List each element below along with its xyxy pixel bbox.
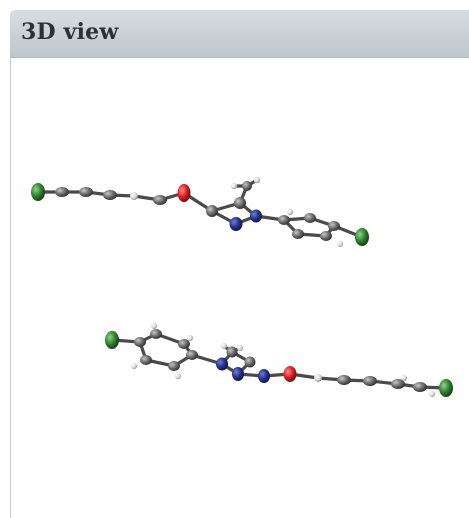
carbon-atom (234, 197, 246, 209)
chlorine-atom (105, 331, 119, 349)
carbon-atom (363, 376, 377, 386)
carbon-atom (153, 195, 167, 205)
hydrogen-atom (337, 241, 343, 247)
carbon-atom (140, 355, 152, 365)
carbon-atom (150, 329, 162, 339)
carbon-atom (226, 346, 238, 358)
carbon-atom (278, 215, 290, 225)
carbon-atom (242, 181, 252, 191)
carbon-atom (206, 205, 218, 217)
carbon-atom (320, 231, 332, 241)
nitrogen-atom (216, 357, 228, 371)
carbon-atom (328, 221, 340, 231)
chlorine-atom (439, 379, 453, 397)
carbon-atom (413, 382, 427, 392)
nitrogen-atom (232, 367, 244, 381)
hydrogen-atom (237, 345, 243, 351)
hydrogen-atom (130, 192, 138, 200)
hydrogen-atom (401, 375, 407, 381)
nitrogen-atom (229, 217, 243, 231)
carbon-atom (168, 361, 180, 371)
chlorine-atom (355, 228, 369, 246)
carbon-atom (337, 375, 351, 385)
carbon-atom (304, 213, 316, 223)
panel-title: 3D view (21, 19, 119, 45)
carbon-atom (55, 187, 69, 197)
oxygen-atom (177, 184, 191, 202)
molecule-1-atoms (31, 176, 369, 247)
viewer-area[interactable] (10, 58, 469, 518)
carbon-atom (134, 337, 146, 347)
carbon-atom (79, 187, 93, 197)
hydrogen-atom (287, 209, 293, 215)
hydrogen-atom (221, 343, 227, 349)
carbon-atom (292, 229, 304, 239)
oxygen-atom (283, 366, 297, 382)
hydrogen-atom (253, 176, 261, 184)
hydrogen-atom (131, 363, 137, 369)
hydrogen-atom (175, 373, 181, 379)
hydrogen-atom (314, 374, 322, 382)
hydrogen-atom (187, 335, 193, 341)
carbon-atom (186, 350, 198, 360)
molecule-2-atoms (105, 323, 453, 397)
nitrogen-atom (250, 209, 262, 223)
hydrogen-atom (230, 182, 238, 190)
panel-header: 3D view (10, 10, 469, 58)
nitrogen-atom (258, 369, 270, 383)
carbon-atom (103, 190, 117, 200)
molecule-1 (31, 176, 369, 247)
carbon-atom (391, 379, 405, 389)
carbon-atom (244, 356, 256, 368)
carbon-atom (178, 339, 190, 349)
molecule-2 (105, 323, 453, 397)
hydrogen-atom (151, 323, 157, 329)
chlorine-atom (31, 183, 45, 201)
hydrogen-atom (429, 391, 435, 397)
